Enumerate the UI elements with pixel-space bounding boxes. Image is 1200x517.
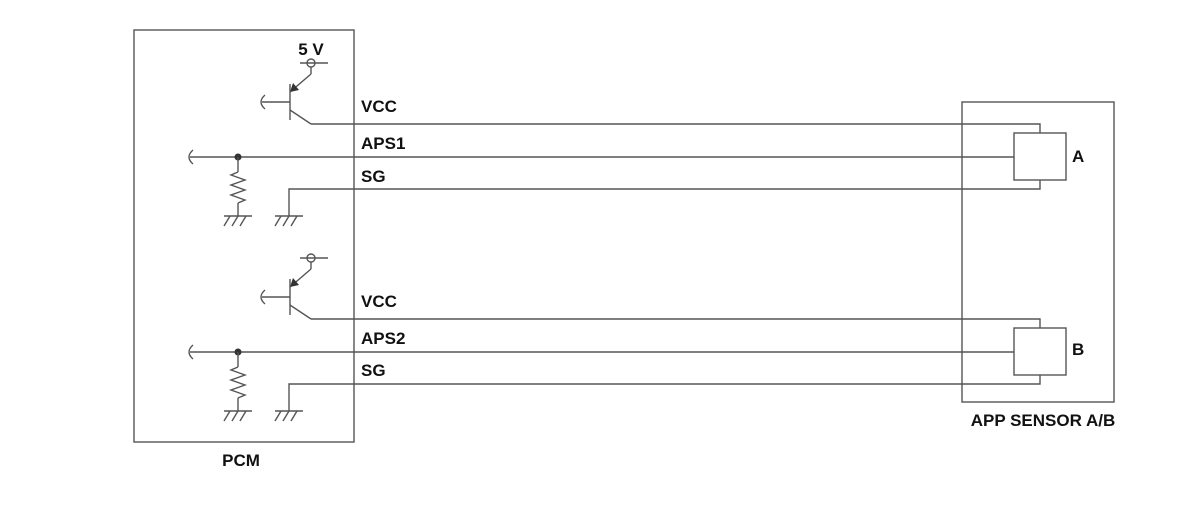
sensor-element-a [1013,132,1067,181]
chassis-ground-icon [223,410,252,422]
sensor-element-label: B [1072,340,1084,359]
pcm-box [133,29,355,443]
vcc-wire [311,123,1041,133]
pcm-label: PCM [222,451,260,470]
sensor-element-b [1013,327,1067,376]
app-sensor-box [961,101,1115,403]
circuit-b: B VCC APS2 SG [188,253,1084,422]
sensor-element-label: A [1072,147,1084,166]
signal-ground-icon [274,410,303,422]
signal-label: APS1 [361,134,405,153]
transistor-symbol [260,268,312,320]
signal-ground-icon [274,215,303,227]
chassis-ground-icon [223,215,252,227]
signal-input-tilde [188,149,194,165]
transistor-symbol [260,73,312,125]
sg-wire [288,375,1041,411]
sg-wire [288,180,1041,216]
sg-label: SG [361,167,386,186]
resistor-symbol [228,352,248,411]
circuit-a: A VCC APS1 SG [188,58,1084,227]
sg-label: SG [361,361,386,380]
resistor-symbol [228,157,248,216]
signal-input-tilde [188,344,194,360]
supply-voltage-label: 5 V [298,40,324,59]
signal-label: APS2 [361,329,405,348]
vcc-label: VCC [361,292,397,311]
vcc-wire [311,318,1041,328]
vcc-label: VCC [361,97,397,116]
app-sensor-label: APP SENSOR A/B [971,411,1116,430]
